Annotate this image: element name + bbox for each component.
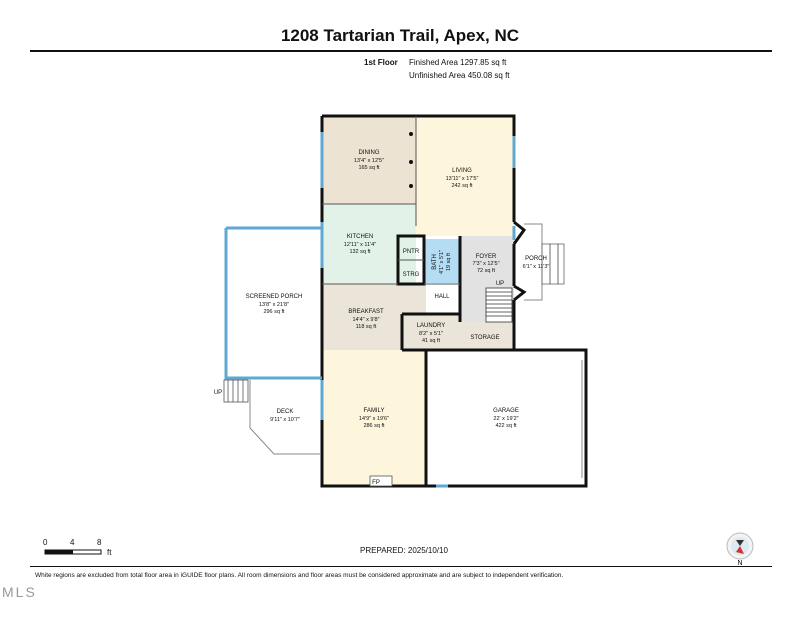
foyer-area: 72 sq ft (477, 268, 496, 274)
kitchen-fill (322, 204, 416, 284)
disclaimer-text: White regions are excluded from total fl… (35, 572, 564, 579)
living-label: LIVING (452, 168, 472, 174)
scale-tick-0: 0 (43, 538, 48, 547)
living-area: 242 sq ft (451, 183, 473, 189)
living-dims: 13'11" x 17'5" (446, 176, 479, 182)
living-fill (416, 116, 514, 236)
prepared-date: PREPARED: 2025/10/10 (360, 546, 448, 555)
floor-label: 1st Floor (364, 58, 398, 67)
kitchen-dims: 12'11" x 11'4" (344, 242, 376, 248)
fireplace (369, 475, 393, 487)
screened-porch-dims: 13'8" x 21'8" (259, 302, 289, 308)
footer-divider (30, 566, 772, 567)
laundry-fill (402, 314, 460, 350)
porch-steps (541, 243, 565, 285)
page-title: 1208 Tartarian Trail, Apex, NC (280, 26, 520, 45)
porch-label: PORCH (525, 256, 547, 262)
family-dims: 14'9" x 19'6" (359, 416, 389, 422)
deck-dims: 9'11" x 10'7" (270, 417, 300, 423)
dining-label: DINING (359, 150, 380, 156)
porch-dims: 6'1" x 11'3" (523, 264, 550, 270)
screened-porch-label: SCREENED PORCH (246, 294, 303, 300)
fireplace-label: FP (372, 480, 380, 486)
bath-fill (424, 239, 460, 283)
kitchen-area: 132 sq ft (349, 249, 371, 255)
garage-dims: 22' x 19'2" (493, 416, 518, 422)
pantry-label: PNTR (403, 249, 420, 255)
screened-porch-area: 296 sq ft (263, 309, 285, 315)
bath-dims: 4'1" x 5'1" (439, 250, 445, 274)
stairs-up-label: UP (496, 281, 504, 287)
family-fill (322, 350, 426, 486)
deck-stairs-up-label: UP (214, 390, 222, 396)
breakfast-area: 118 sq ft (356, 324, 377, 330)
front-porch-outline (524, 223, 543, 301)
deck-stairs (223, 379, 249, 403)
kitchen-label: KITCHEN (347, 234, 373, 240)
dining-dims: 13'4" x 12'5" (354, 158, 384, 164)
laundry-area: 41 sq ft (422, 338, 441, 344)
scale-unit: ft (107, 548, 112, 557)
interior-walls (322, 116, 460, 285)
mls-watermark: MLS (2, 584, 37, 600)
deck-outline (249, 380, 320, 455)
foyer-label: FOYER (476, 254, 497, 260)
main-stairs (485, 287, 513, 323)
dining-area: 165 sq ft (358, 165, 380, 171)
compass-icon: N (726, 532, 754, 566)
hall-label: HALL (434, 294, 450, 300)
bath-label: BATH (432, 254, 438, 270)
deck-label: DECK (277, 409, 294, 415)
storage-label: STORAGE (470, 335, 499, 341)
storage-closet-label: STRG (403, 272, 420, 278)
bath-area: 19 sq ft (446, 253, 452, 272)
breakfast-label: BREAKFAST (348, 309, 384, 315)
family-area: 286 sq ft (363, 423, 385, 429)
laundry-dims: 8'2" x 5'1" (419, 331, 443, 337)
title-divider (30, 50, 772, 52)
storage-fill (460, 322, 514, 350)
screened-porch-outline (224, 226, 322, 380)
laundry-label: LAUNDRY (417, 323, 446, 329)
foyer-dims: 7'3" x 12'5" (472, 261, 499, 267)
scale-bar (44, 549, 102, 555)
finished-area: Finished Area 1297.85 sq ft (409, 58, 507, 67)
garage-label: GARAGE (493, 408, 519, 414)
scale-tick-4: 4 (70, 538, 75, 547)
garage-area: 422 sq ft (495, 423, 517, 429)
scale-tick-8: 8 (97, 538, 102, 547)
dining-fill (322, 116, 416, 204)
family-label: FAMILY (364, 408, 385, 414)
compass-north-label: N (737, 560, 742, 566)
breakfast-dims: 14'4" x 9'8" (352, 317, 379, 323)
unfinished-area: Unfinished Area 450.08 sq ft (409, 71, 510, 80)
